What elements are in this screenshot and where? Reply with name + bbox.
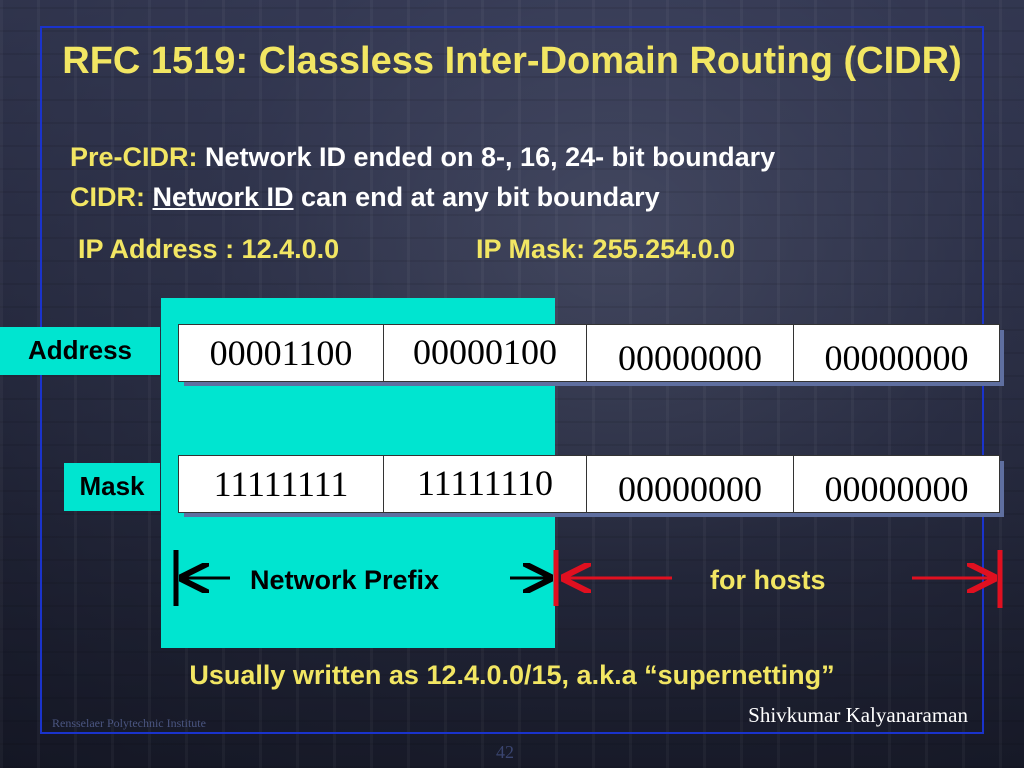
mask-octet-1: 11111111 [179,456,384,512]
cidr-line: CIDR: Network ID can end at any bit boun… [70,182,660,213]
address-octet-4: 00000000 [824,338,969,378]
address-bits: 00001100 00000100 00000000 00000000 [178,324,1000,382]
mask-bits: 11111111 11111110 00000000 00000000 [178,455,1000,513]
network-id-underlined: Network ID [152,182,294,212]
address-octet-1: 00001100 [179,325,384,381]
address-label: Address [0,327,160,375]
author-name: Shivkumar Kalyanaraman [748,703,968,727]
cidr-label: CIDR: [70,182,145,212]
mask-label: Mask [64,463,160,511]
supernetting-note: Usually written as 12.4.0.0/15, a.k.a “s… [189,660,835,690]
mask-octet-2: 11111110 [384,456,587,512]
address-octet-2: 00000100 [384,325,587,381]
ip-address-line: IP Address : 12.4.0.0 [78,234,340,264]
mask-octet-4: 00000000 [824,469,969,509]
institute-name: Rensselaer Polytechnic Institute [52,716,206,730]
pre-cidr-label: Pre-CIDR: [70,142,198,172]
cidr-text: can end at any bit boundary [293,182,660,212]
for-hosts-label: for hosts [710,565,826,595]
pre-cidr-text: Network ID ended on 8-, 16, 24- bit boun… [197,142,776,172]
address-octet-3: 00000000 [587,325,794,381]
network-prefix-label: Network Prefix [250,565,440,595]
page-number: 42 [496,742,514,762]
mask-octet-3: 00000000 [587,456,794,512]
pre-cidr-line: Pre-CIDR: Network ID ended on 8-, 16, 24… [70,142,775,173]
ip-mask-line: IP Mask: 255.254.0.0 [476,234,736,264]
slide-title: RFC 1519: Classless Inter-Domain Routing… [62,40,962,82]
